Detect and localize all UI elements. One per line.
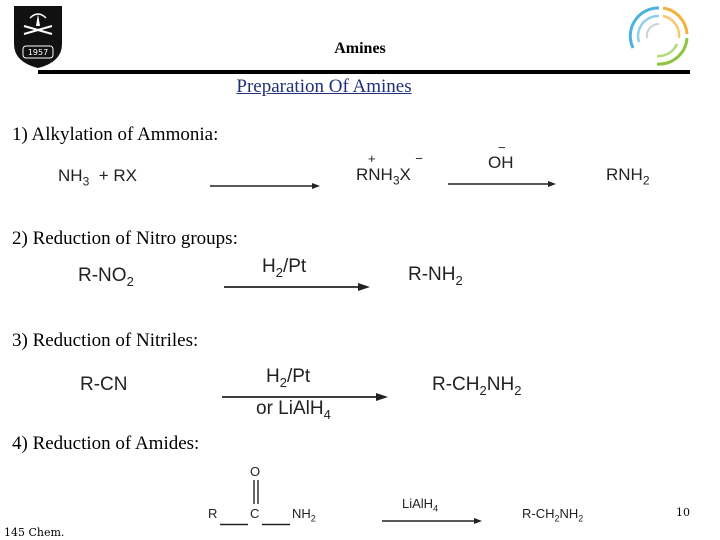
section-4-arrow (382, 511, 482, 529)
section-3-reactant: R-CN (80, 374, 128, 395)
section-2-heading: 2) Reduction of Nitro groups: (12, 228, 238, 249)
section-2-reagent: H2/Pt (262, 256, 307, 280)
section-4-heading: 4) Reduction of Amides: (12, 433, 200, 454)
section-3-reagent-bottom: or LiAlH4 (256, 398, 331, 422)
page-title: Preparation Of Amines (236, 76, 412, 97)
section-2-reactant: R-NO2 (78, 265, 134, 289)
page-number: 10 (676, 506, 690, 519)
section-3-reagent-top: H2/Pt (266, 366, 311, 390)
section-1-product: RNH2 (606, 165, 650, 188)
header-divider (38, 70, 690, 74)
section-1-intermediate: RNH3X (356, 165, 411, 188)
amide-nh2: NH2 (292, 506, 316, 524)
section-1-reagent-charge: − (498, 140, 506, 155)
section-2-arrow (224, 278, 370, 296)
header-title: Amines (334, 40, 386, 57)
section-2-product: R-NH2 (408, 264, 463, 288)
seal-year: 1957 (28, 48, 48, 57)
amide-r-group: R (208, 506, 218, 521)
section-1-arrow-1 (210, 176, 320, 194)
section-1-arrow-2 (448, 174, 556, 192)
amide-bond-right (262, 513, 290, 531)
section-3-heading: 3) Reduction of Nitriles: (12, 330, 199, 351)
footer-course-label: 145 Chem. (4, 526, 65, 539)
amide-carbonyl-double-bond (251, 480, 261, 509)
section-1-reagent: OH (488, 153, 514, 172)
section-1-reactants: NH3 + RX (58, 166, 137, 189)
amide-bond-left (220, 513, 248, 531)
university-seal-logo: 1957 (10, 4, 66, 70)
concentric-arcs-logo (627, 4, 691, 68)
section-3-product: R-CH2NH2 (432, 374, 522, 398)
amide-oxygen: O (250, 464, 261, 479)
section-3-arrow (222, 388, 388, 406)
section-4-reagent: LiAlH4 (402, 496, 439, 514)
section-1-heading: 1) Alkylation of Ammonia: (12, 124, 219, 145)
section-4-product: R-CH2NH2 (522, 506, 584, 524)
section-1-charges: + − (368, 151, 441, 166)
amide-carbon: C (250, 506, 260, 521)
